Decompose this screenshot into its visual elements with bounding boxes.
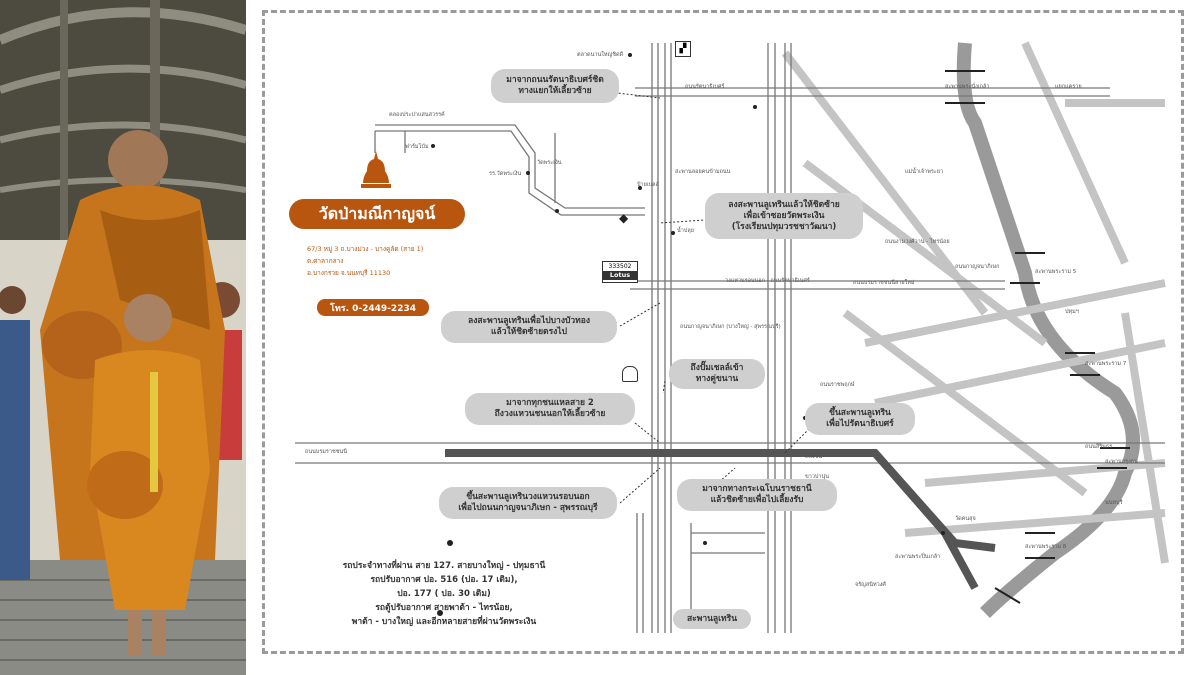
map-label: ถนนบรมราชชนนีสายใหม่ [853,280,915,286]
note-ratanathibet-turn-left: มาจากถนนรัตนาธิเบศร์ชิด ทางแยกให้เลี้ยวซ… [491,69,619,103]
map-label: จรัญสนิทวงศ์ [855,582,886,588]
map-label: ปทุมฯ [1065,309,1079,315]
map-label: ถนนกาญจนาภิเษก (บางใหญ่ - สุพรรณบุรี) [680,324,781,330]
map-label: ป้ายเบลล์ [637,182,659,188]
map-label: ตลิ่งชัน [805,454,823,460]
lotus-label: Lotus [603,271,637,280]
note-kanchanaphisek: ขึ้นสะพานลูเทรินวงแหวนรอบนอก เพื่อไปถนนก… [439,487,617,519]
map-label: ถนนราชพฤกษ์ [820,382,855,388]
note-borommaratchachonnani: มาจากทางกระเฉโบนราชธานี แล้วชิดซ้ายเพื่อ… [677,479,837,511]
temple-name: วัดป่ามณีกาญจน์ [289,199,465,229]
map-label: ถนนรัตนาธิเบศร์ [685,84,725,90]
map-label: ถนนงามวงศ์วาน - ไทรน้อย [885,239,950,245]
mitsubishi-icon: ◆ [619,211,629,225]
map-label: น้ำปลุย [677,228,694,234]
lotus-marker: 333502 Lotus [602,261,638,283]
map-label: ถนนสิรินธร [1085,444,1113,450]
directions-map: วัดป่ามณีกาญจน์ 67/3 หมู่ 3 ถ.บางม่วง - … [262,10,1184,654]
map-label: คลองประปาแสนสวรรค์ [389,112,445,118]
temple-address: 67/3 หมู่ 3 ถ.บางม่วง - บางคูลัด (สาย 1)… [307,245,424,277]
map-label: วัดคนสุจ [955,516,976,522]
map-label: สะพานพระราม 5 [1035,269,1077,275]
km-number: 333502 [608,263,632,270]
bus-routes-info: รถประจำทางที่ผ่าน สาย 127. สายบางใหญ่ - … [342,561,546,627]
note-bridge: สะพานลูเทริน [673,609,751,629]
map-label: วงแหวนรอบนอก - ถนนรัตนาธิเบศร์ [725,278,810,284]
map-label: วัดพระเงิน [537,160,562,166]
shell-station-icon [622,366,638,382]
monk-photo [0,0,246,675]
note-to-ratanathibet: ขึ้นสะพานลูเทริน เพื่อไปรัตนาธิเบศร์ [805,403,915,435]
map-label: แม่น้ำเจ้าพระยา [905,169,944,175]
map-label: สะพานพระราม 7 [1085,361,1127,367]
map-label: ถนนบรมราชชนนี [305,449,347,455]
note-wat-phra-ngern-soi: ลงสะพานลูเทรินแล้วให้ชิดซ้าย เพื่อเข้าซอ… [705,193,863,239]
note-bang-bua-thong: ลงสะพานลูเทรินเพื่อไปบางบัวทอง แล้วให้ชิ… [441,311,617,343]
map-label: นนทบุรี [1105,500,1123,506]
map-label: แยกแคราย [1055,84,1082,90]
temple-phone: โทร. 0-2449-2234 [317,299,429,316]
map-label: รร.วัดพระเงิน [489,171,522,177]
map-label: สะพานพระปิ่นเกล้า [895,554,941,560]
note-ring-road-turn-left: มาจากทุกชนแหลสาย 2 ถึงวงแหวนชนนอกให้เลี้… [465,393,635,425]
map-label: สะพานกรุงธน [1105,459,1138,465]
map-label: สะพานพระราม 8 [1025,544,1067,550]
map-label: สะพานพระนั่งเกล้า [945,84,990,90]
map-label: ตลาดนานใหญ่ชิดดี [577,52,624,58]
map-label: สะพานลอยคนข้ามถนน [675,169,731,175]
river-chao-phraya [956,42,1140,618]
map-label: ขาวปานุ่น [805,474,830,480]
map-roads [295,41,1169,633]
signal-icon: ▞ [675,41,691,57]
map-label: ฟาร์มโบ้ม [405,144,429,150]
map-label: ถนนกาญจนาภิเษก [955,264,1000,270]
note-shell-station: ถึงปั๊มเชลล์เข้า ทางคู่ขนาน [669,359,765,389]
buddha-statue-icon [359,149,393,191]
